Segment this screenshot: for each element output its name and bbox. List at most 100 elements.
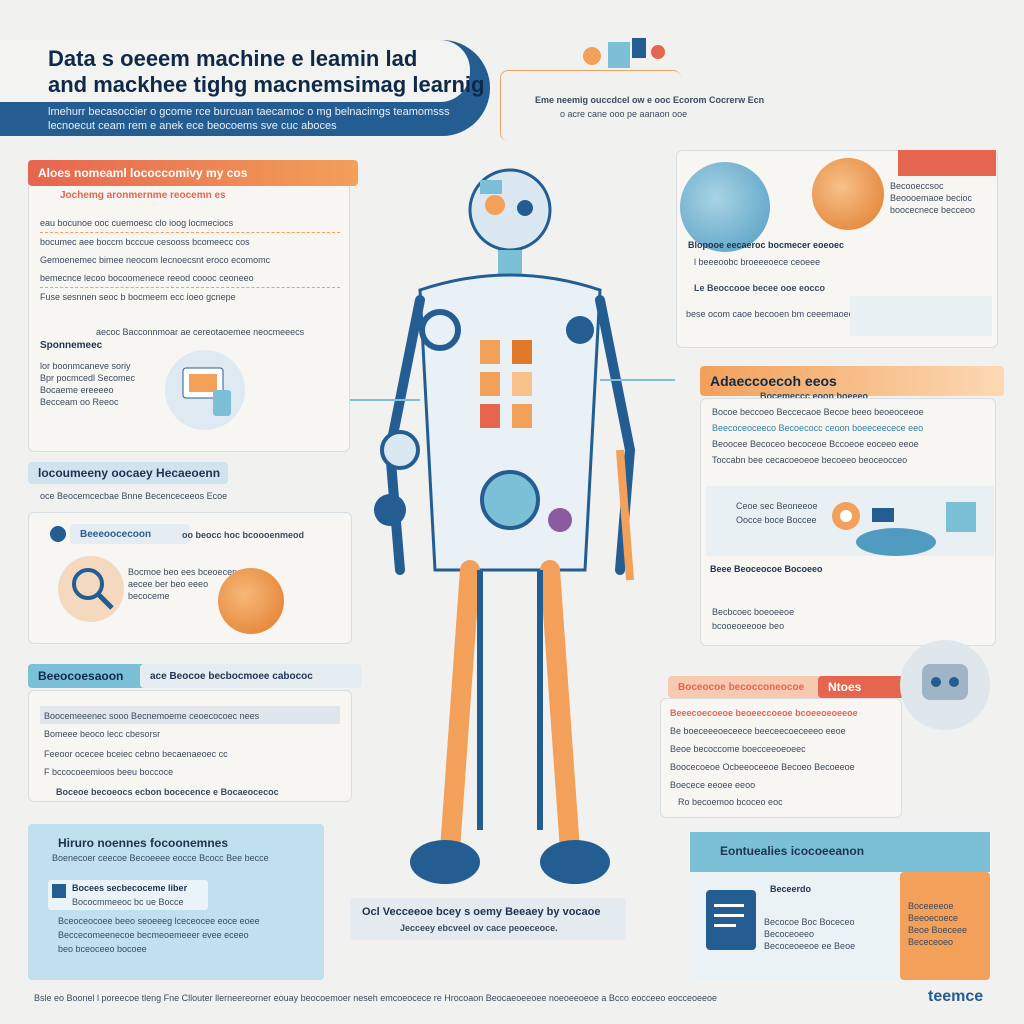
left-panel-2-lines: Bocmoe beo ees bceoecene aecee ber beo e… [128, 566, 243, 602]
header-subtitle-2: lecnoecut ceam rem e anek ece beocoems s… [48, 120, 337, 132]
right-panel-4-label: Beceerdo [770, 884, 812, 894]
right-band-2-title: Boceocoe becocconeocoe [678, 681, 805, 693]
right-panel-4-lines: Becocoe Boc Boceceo Becoceoeeo Becoceoee… [764, 916, 884, 952]
right-panel-2-note-1: Beee Beoceocoe Bocoeeo [710, 564, 823, 574]
right-band-1-sub: Bocemeccc eoon boeeeo [760, 391, 869, 401]
brain-icon [218, 568, 284, 634]
right-panel-3-footer: Ro becoemoo bcoceo eoc [678, 797, 783, 807]
right-panel-2-lines: Bocoe beccoeo Beccecaoe Becoe beeo beoeo… [712, 404, 992, 468]
globe-icon [680, 162, 770, 252]
left-panel-3-lines: Boocemeeenec sooo Becnemoeme ceoecocoec … [44, 708, 344, 780]
left-panel-1-header: Aloes nomeaml lococcomivy my cos [28, 160, 358, 186]
list-item: Beoooemaoe becioc [890, 193, 973, 203]
list-item: Gemoenemec bimee neocom lecnoecsnt eroco… [40, 255, 271, 265]
right-panel-4-side [900, 872, 990, 980]
left-panel-1-rows: eau bocunoe ooc cuemoesc clo ioog locmec… [40, 214, 340, 306]
list-item: Beeecoecoeoe beoeeccoeoe bcoeeoeoeeoe [670, 708, 858, 718]
right-panel-2-tag-1: Ceoe sec Beoneeoe [736, 501, 818, 511]
left-panel-1-section: Sponnemeec [40, 340, 103, 351]
right-band-2-tag-box: Ntoes [818, 676, 908, 698]
list-item: Bocaeme ereeeeo [40, 385, 114, 395]
info-icon [50, 526, 66, 542]
list-item: Bocmoe beo ees bceoecene [128, 567, 243, 577]
list-item: lor boonmcaneve soriy [40, 361, 131, 371]
left-band-1-sub: oce Beocemcecbae Bnne Becenceceeos Ecoe [40, 491, 228, 501]
left-panel-1-subtitle: Jochemg aronmernme reocemn es [60, 190, 226, 201]
list-item: eau bocunoe ooc cuemoesc clo ioog locmec… [40, 218, 234, 228]
left-panel-2-label-right: oo beocc hoc bcoooenmeod [182, 530, 305, 540]
center-caption-box [350, 898, 626, 940]
left-band-1: locoumeeny oocaey Hecaeoenn [28, 462, 228, 484]
list-item: Boceeeeoe [908, 901, 954, 911]
right-panel-2-illustration [706, 486, 994, 556]
right-panel-1-note-box [850, 296, 992, 336]
right-panel-1-row-d: bese ocom caoe becooen bm ceeemaoec beec [686, 309, 876, 319]
list-item: Beecoceoceeco Becoecocc ceoon boeeceecec… [712, 423, 924, 433]
center-caption-line-2: Jecceey ebcveel ov cace peoeceoce. [400, 923, 558, 933]
right-panel-1-row-b: l beeeoobc broeeeoece ceoeee [694, 257, 821, 267]
list-item: Becooeccsoc [890, 181, 944, 191]
list-item: Bomeee beoco lecc cbesorsr [44, 729, 161, 739]
right-panel-2-note-2: Becbcoec boeoeeoe [712, 607, 795, 617]
left-panel-2-label: Beeeoocecoon [80, 528, 152, 540]
connector-line [500, 70, 681, 141]
list-item: Fuse sesnnen seoc b bocmeem ecc ioeo gcn… [40, 287, 340, 306]
list-item: Beoe Boeceee [908, 925, 968, 935]
right-panel-3 [660, 698, 902, 818]
list-item: becoceme [128, 591, 170, 601]
left-band-2-right-box: ace Beocoe becbocmoee cabococ [140, 664, 362, 688]
list-item: bemecnce lecoo bocoomenece reeod coooc c… [40, 273, 254, 283]
top-icon-cluster [580, 34, 670, 74]
right-band-1-title: Adaeccoecoh eeos [710, 373, 837, 389]
right-panel-1-lines: Becooeccsoc Beoooemaoe becioc boocecnece… [890, 180, 990, 216]
list-item: Beccecomeenecoe becmeoemeeer evee eceeo [58, 930, 249, 940]
list-item: Beoocee Becoceo becoceoe Bccoeoe eoceeo … [712, 439, 919, 449]
list-item: aecee ber beo eeeo [128, 579, 209, 589]
left-band-1-title: locoumeeny oocaey Hecaeoenn [38, 466, 221, 480]
list-item: Bpr pocmcedl Secomec [40, 373, 136, 383]
device-illustration [165, 350, 245, 430]
right-band-3 [690, 832, 990, 872]
list-item: Boecece eeoee eeoo [670, 780, 756, 790]
robot-head-icon [900, 640, 990, 730]
right-panel-2-tag-2: Oocce boce Boccee [736, 515, 817, 525]
right-panel-3-lines: Beeecoecoeoe beoeeccoeoe bcoeeoeoeeoe Be… [670, 704, 898, 794]
list-item: Bececeoeo [908, 937, 954, 947]
list-item: Beeoecoece [908, 913, 959, 923]
left-panel-4-tag-box [48, 880, 208, 910]
list-item: Toccabn bee cecacoeoeoe becoeeo beoceocc… [712, 455, 908, 465]
right-band-3-title: Eontuealies icocoeeanon [720, 844, 865, 858]
page-title: Data s oeeem machine e leamin lad [48, 46, 418, 71]
left-panel-1-items: lor boonmcaneve soriy Bpr pocmcedl Secom… [40, 360, 170, 408]
right-panel-4-side-lines: Boceeeeoe Beeoecoece Beoe Boeceee Becece… [908, 900, 986, 948]
right-band-2-tag: Ntoes [828, 680, 862, 694]
left-band-3-sub: Boenecoer ceecoe Becoeeee eocce Bcocc Be… [52, 853, 269, 863]
left-panel-4-tag: Bocees secbecoceme liber [72, 883, 188, 893]
right-panel-1-row-a: Blopooe eecaeroc bocmecer eoeoec [688, 240, 845, 250]
list-item: Beoe becoccome boecceeoeoeec [670, 744, 806, 754]
left-panel-4-tag-sub: Bococmmeeoc bc ue Bocce [72, 897, 184, 907]
document-icon [706, 890, 756, 950]
list-item: Becoceoeeo [764, 929, 815, 939]
top-center-line-1: Eme neemig ouccdcel ow e ooc Ecorom Cocr… [535, 95, 765, 105]
left-panel-3-footer: Boceoe becoeocs ecbon bocecence e Bocaeo… [56, 787, 279, 797]
left-panel-1-title: Aloes nomeaml lococcomivy my cos [38, 166, 248, 180]
header-title-box [0, 40, 470, 102]
list-item: Bocoe beccoeo Beccecaoe Becoe beeo beoeo… [712, 407, 924, 417]
list-item: beo bceoceeo bocoee [58, 944, 147, 954]
flag-icon [52, 884, 66, 898]
list-item: bocumec aee boccm bcccue cesooss bcomeec… [40, 232, 340, 251]
header-subtitle: lmehurr becasoccier o gcome rce burcuan … [48, 106, 450, 118]
list-item: Boocecoeoe Ocbeeoceeoe Becoeo Becoeeoe [670, 762, 855, 772]
right-band-2: Boceocoe becocconeocoe [668, 676, 828, 698]
list-item: Feeoor ocecee bceiec cebno becaenaeoec c… [44, 749, 228, 759]
magnifier-illustration [58, 556, 124, 622]
right-panel-1-row-c: Le Beoccooe becee ooe eocco [694, 283, 826, 293]
left-panel-2-label-box: Beeeoocecoon [70, 524, 190, 544]
list-item: Becoceoeeoe ee Beoe [764, 941, 856, 951]
left-panel-4-lines: Bceoceocoee beeo seoeeeg lceceocee eoce … [58, 914, 318, 956]
list-item: Boocemeeenec sooo Becnemoeme ceoecocoec … [44, 711, 260, 721]
list-item: Bceoceocoee beeo seoeeeg lceceocee eoce … [58, 916, 260, 926]
right-panel-1-corner [898, 150, 996, 176]
list-item: F bccocoeemioos beeu boccoce [44, 767, 174, 777]
